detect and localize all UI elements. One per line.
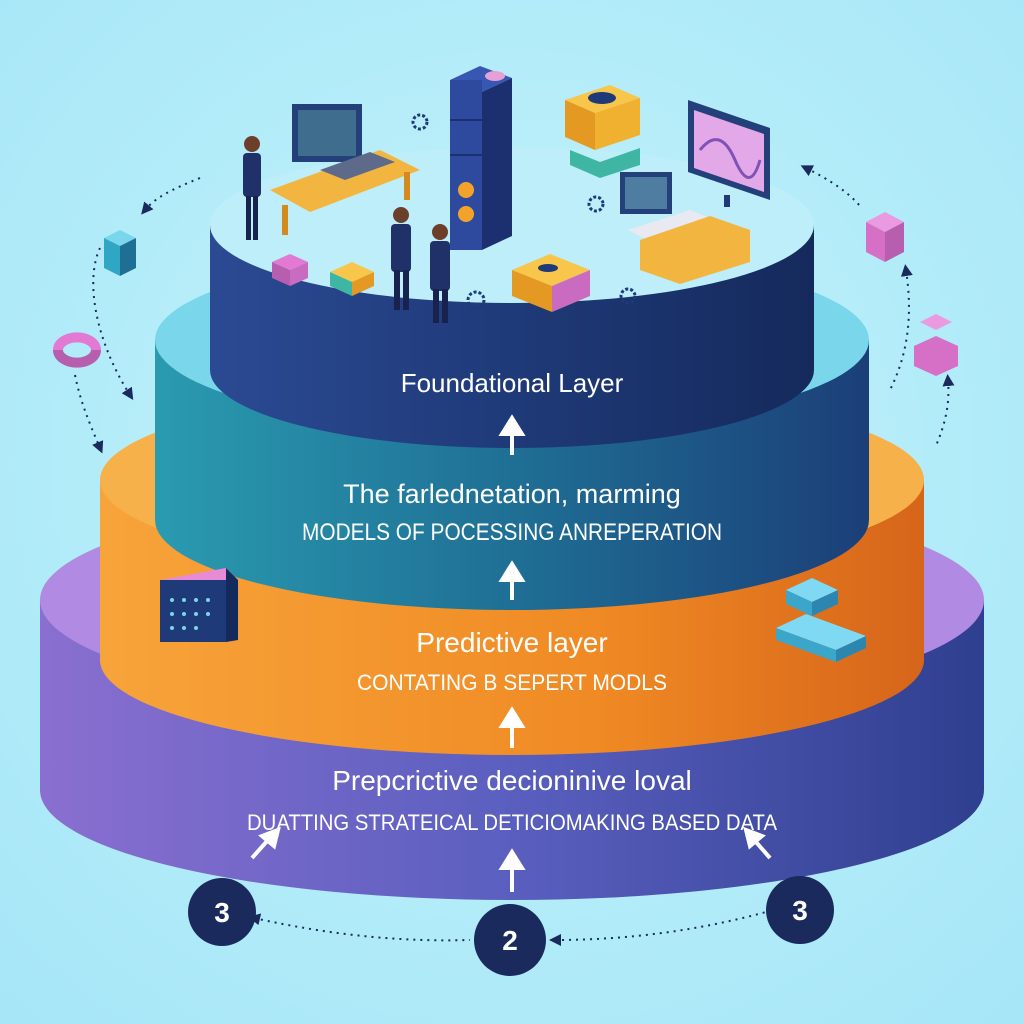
top-surface-scene bbox=[243, 66, 770, 323]
up-arrows bbox=[250, 414, 772, 892]
third-layer-title: Predictive layer bbox=[416, 627, 607, 658]
ring-icon bbox=[53, 332, 101, 368]
person-icon bbox=[391, 207, 450, 323]
cube-icon bbox=[914, 314, 958, 376]
gear-icon bbox=[411, 113, 429, 131]
badge-center: 2 bbox=[474, 904, 546, 976]
laptop-icon bbox=[620, 172, 750, 284]
bottom-layer-title: Prepcrictive decioninive loval bbox=[332, 765, 692, 796]
cube-icon bbox=[512, 254, 590, 312]
badge-right: 3 bbox=[766, 876, 834, 944]
cube-icon bbox=[330, 262, 374, 296]
second-layer-subtitle: models of pocessing anreperation bbox=[302, 519, 722, 546]
badge-left: 3 bbox=[188, 878, 256, 946]
gear-icon bbox=[619, 287, 637, 305]
monitor-chart-icon bbox=[688, 100, 770, 207]
badge-left-number: 3 bbox=[214, 897, 230, 928]
server-tower-icon bbox=[450, 66, 512, 250]
calendar-block-icon bbox=[160, 568, 238, 642]
stacked-blocks-icon bbox=[776, 578, 866, 662]
cube-icon bbox=[866, 212, 904, 262]
person-icon bbox=[243, 136, 261, 240]
gear-icon bbox=[466, 290, 486, 310]
badge-center-number: 2 bbox=[502, 925, 518, 956]
bottom-layer-subtitle: duatting strateical deticiomaking based … bbox=[247, 810, 777, 835]
second-layer-title: The farlednetation, marming bbox=[343, 479, 681, 509]
top-layer-title: Foundational Layer bbox=[401, 368, 624, 398]
cube-icon bbox=[104, 230, 136, 276]
laptop-desk-icon bbox=[270, 104, 420, 235]
third-layer-subtitle: contating b sepert modls bbox=[357, 670, 667, 695]
badge-right-number: 3 bbox=[792, 895, 808, 926]
cycle-arrows bbox=[74, 165, 955, 946]
gear-icon bbox=[587, 195, 605, 213]
cube-icon bbox=[565, 85, 640, 178]
cube-icon bbox=[272, 254, 308, 286]
